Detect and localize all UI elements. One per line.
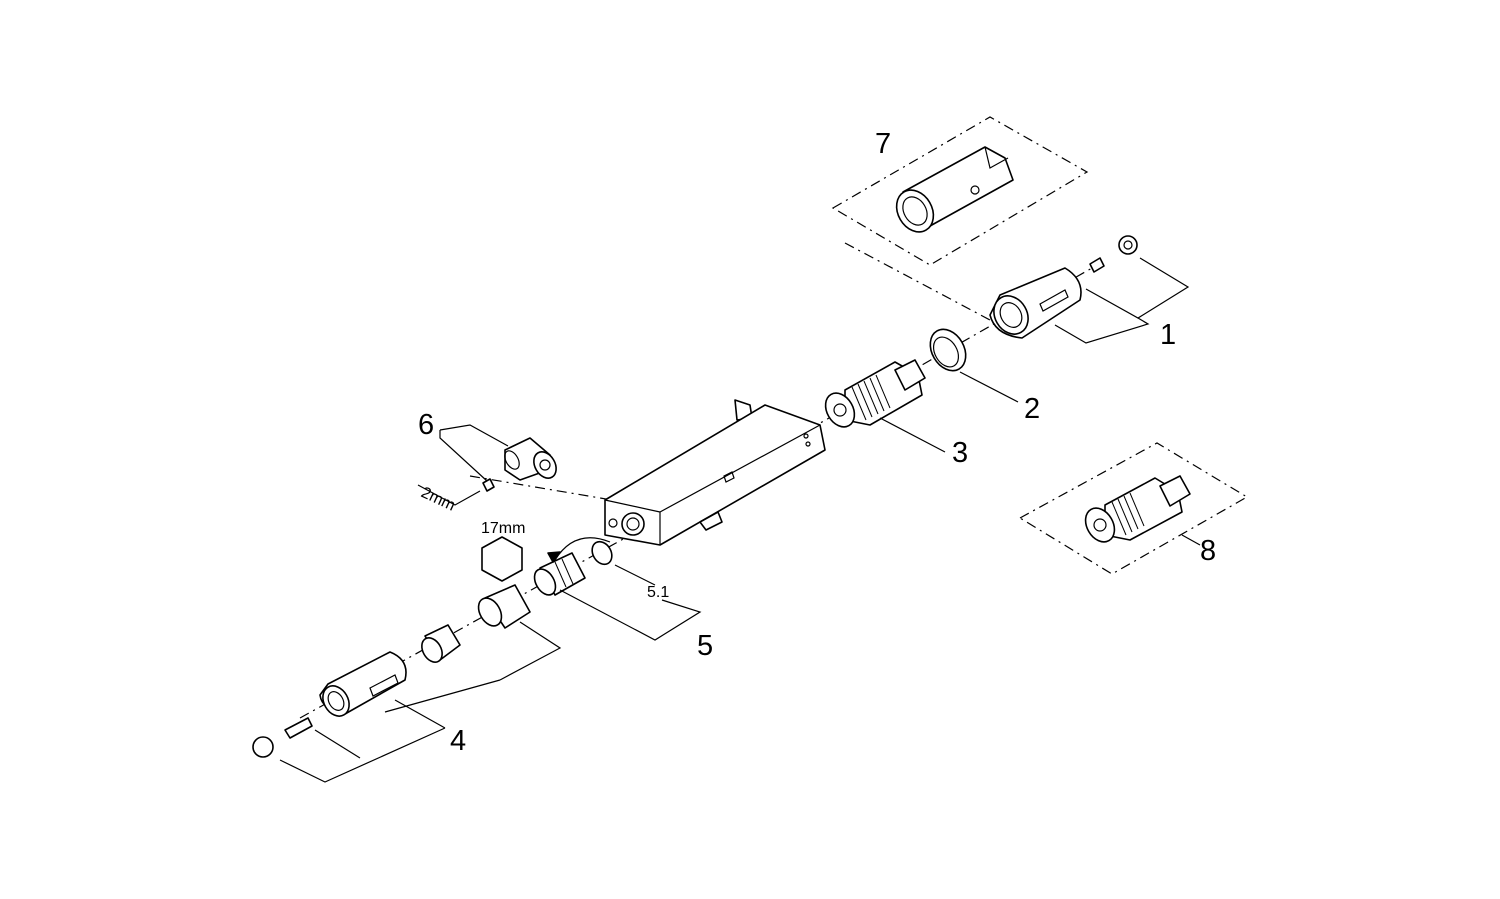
part-3-thermostatic-cartridge xyxy=(824,359,946,453)
callout-3: 3 xyxy=(952,437,968,469)
part-4-cap xyxy=(252,736,274,758)
part-4-flow-handle xyxy=(252,584,562,783)
part-6-grub-screw xyxy=(482,478,495,492)
assembly-axis-7 xyxy=(844,242,991,321)
body-bottom-connector xyxy=(699,511,723,531)
body-housing xyxy=(604,404,826,546)
part-6-check-valve xyxy=(417,424,557,506)
thermostat-body xyxy=(604,399,826,546)
part-1-screw xyxy=(1089,257,1105,273)
assembly-axis-6 xyxy=(469,475,613,501)
wrench-size: 17mm xyxy=(481,520,525,537)
callout-7: 7 xyxy=(875,128,891,160)
callout-4: 4 xyxy=(450,725,466,757)
callout-2: 2 xyxy=(1024,393,1040,425)
callout-5: 5 xyxy=(697,630,713,662)
part-7-handle-kit xyxy=(831,116,1089,266)
part-7-frame xyxy=(831,116,1089,266)
part-5-flow-cartridge xyxy=(481,536,702,641)
part-7-handle-end xyxy=(895,189,935,233)
part-8-replacement-cartridge xyxy=(1018,442,1249,575)
part-1-cap xyxy=(1118,235,1138,255)
wrench-hex-symbol xyxy=(481,536,523,582)
hex-key xyxy=(417,484,481,506)
callout-8: 8 xyxy=(1200,535,1216,567)
callout-5-1: 5.1 xyxy=(647,584,669,601)
part-8-frame xyxy=(1018,442,1249,575)
part-1-temperature-handle xyxy=(989,235,1190,344)
part-2-ring-nut xyxy=(929,328,1019,403)
callout-1: 1 xyxy=(1160,319,1176,351)
part-5-1-o-ring xyxy=(591,540,613,566)
hex-key-size: 2mm xyxy=(418,484,457,514)
part-4-screw xyxy=(284,717,313,739)
callout-6: 6 xyxy=(418,409,434,441)
